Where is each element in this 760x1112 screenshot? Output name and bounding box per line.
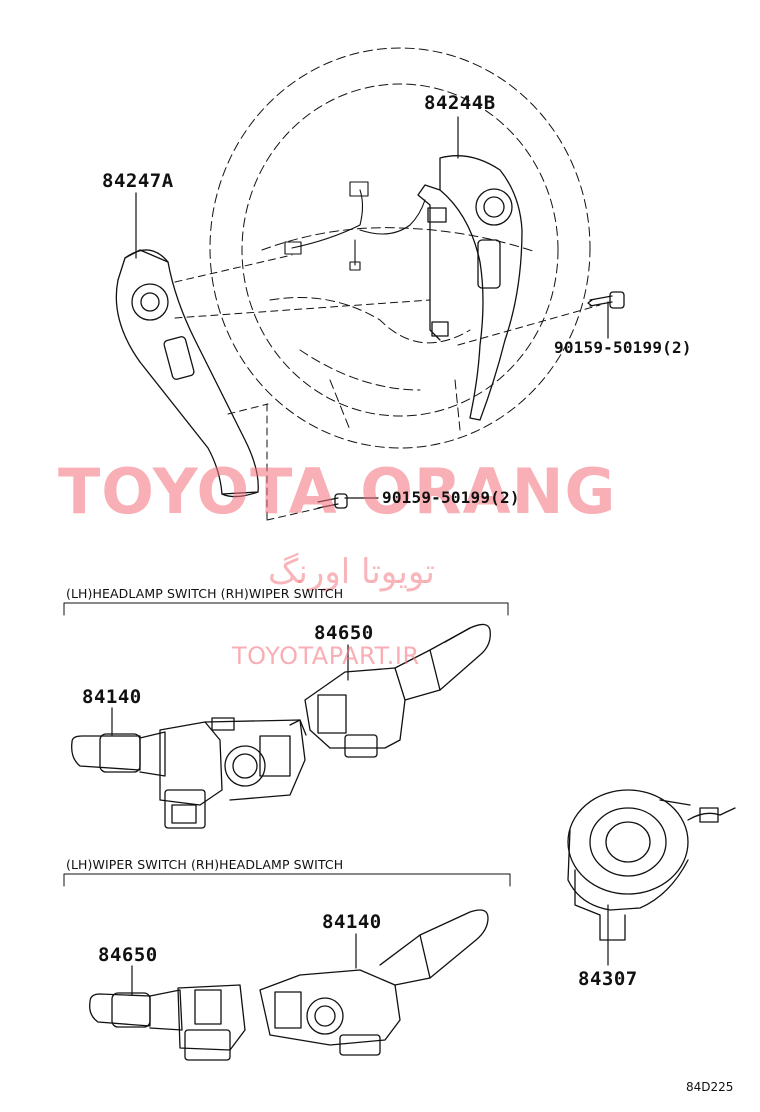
label-leaders [111,116,609,996]
screw-bottom [317,493,348,509]
part-number-84650-lower[interactable]: 84650 [98,944,158,966]
watermark-site: TOYOTAPART.IR [232,642,420,670]
section-caption-upper: (LH)HEADLAMP SWITCH (RH)WIPER SWITCH [66,586,344,601]
part-number-84247a[interactable]: 84247A [102,170,174,192]
watermark-persian: تویوتا اورنگ [268,552,435,592]
part-number-screw-top[interactable]: 90159-50199(2) [554,338,692,357]
part-number-screw-bottom[interactable]: 90159-50199(2) [382,488,520,507]
section-caption-lower: (LH)WIPER SWITCH (RH)HEADLAMP SWITCH [66,857,344,872]
part-number-84140-lower[interactable]: 84140 [322,911,382,933]
part-number-84140-upper[interactable]: 84140 [82,686,142,708]
part-number-84244b[interactable]: 84244B [424,92,496,114]
diagram-code: 84D225 [686,1080,734,1094]
leader-lines [174,254,601,521]
spiral-cable [567,789,736,941]
screw-top [587,291,625,309]
watermark-main: TOYOTA ORANG [58,455,617,528]
section-bracket-upper [63,602,509,616]
horn-pad-right [417,155,523,421]
part-number-84650-upper[interactable]: 84650 [314,622,374,644]
steering-wheel [209,47,591,449]
wiring-harness [284,181,426,271]
headlamp-switch-lower [259,909,489,1056]
wiper-switch-lower [89,984,246,1061]
section-bracket-lower [63,873,511,887]
headlamp-switch-upper [71,717,307,829]
horn-pad-left [115,249,259,498]
wiper-switch-upper [304,623,491,758]
part-number-84307[interactable]: 84307 [578,968,638,990]
